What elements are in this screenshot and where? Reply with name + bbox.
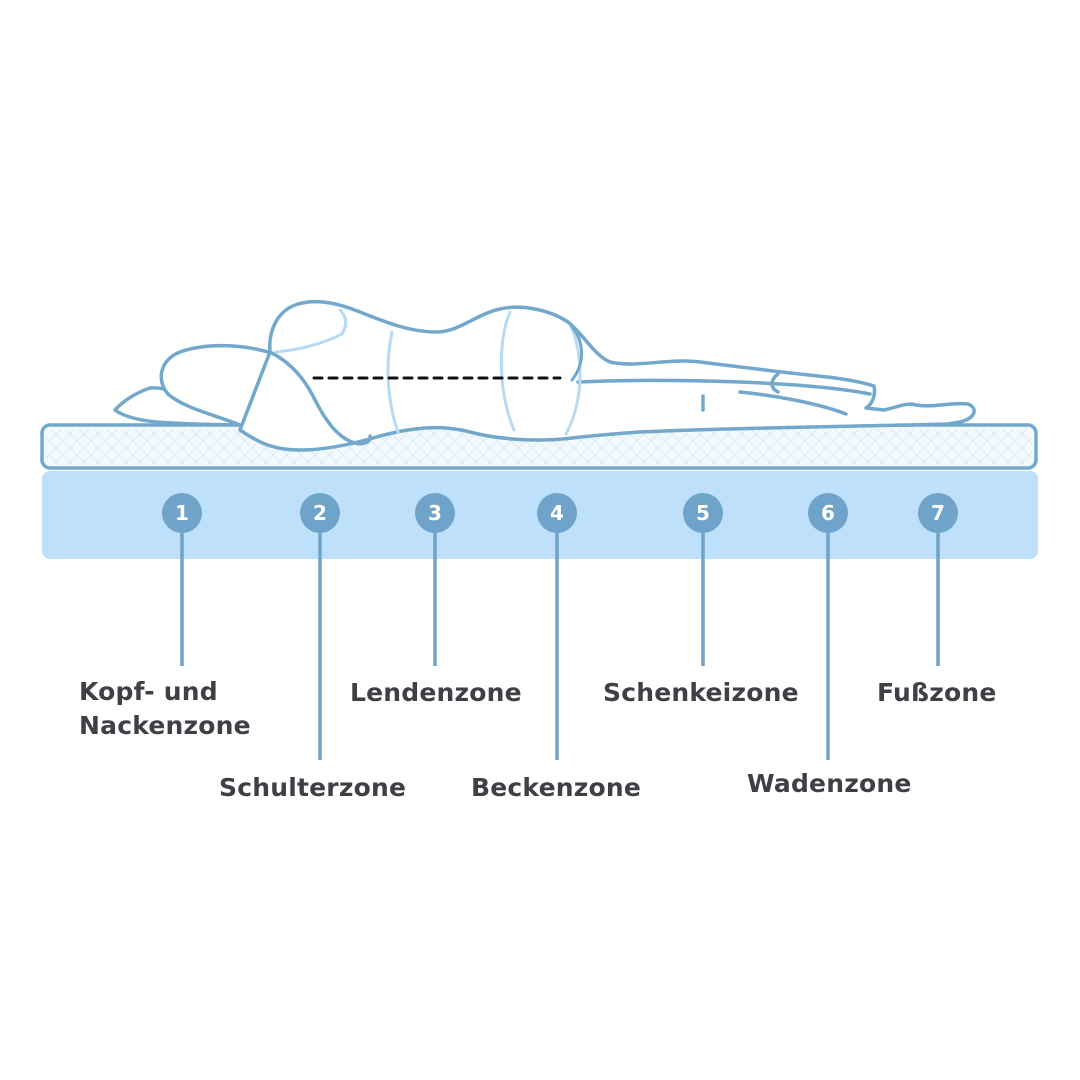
zone-6-badge	[808, 493, 848, 533]
zone-3-badge	[415, 493, 455, 533]
hip-back-contour	[568, 322, 584, 382]
zone-4-badge	[537, 493, 577, 533]
hip-contour-left	[500, 310, 516, 432]
upper-leg-outline	[576, 378, 872, 396]
zone-4-label: Beckenzone	[471, 773, 642, 802]
zone-2-number: 2	[313, 501, 327, 525]
zone-1-label: Kopf- und Nackenzone	[79, 677, 251, 740]
zone-7-label: Fußzone	[877, 678, 997, 707]
knee-line	[738, 390, 848, 416]
knee-mark	[770, 372, 780, 394]
zone-3-number: 3	[428, 501, 442, 525]
zone-1-badge	[162, 493, 202, 533]
hip-contour-right	[564, 322, 582, 436]
sleeper-figure	[113, 299, 976, 452]
zone-7-number: 7	[931, 501, 945, 525]
zone-6-label: Wadenzone	[747, 769, 912, 798]
zone-5-badge	[683, 493, 723, 533]
arm-outline	[268, 350, 372, 446]
waist-contour	[386, 330, 400, 434]
zone-2-label: Schulterzone	[219, 773, 407, 802]
zone-5-number: 5	[696, 501, 710, 525]
chest-contour	[274, 308, 348, 354]
zone-markers: 1 2 3 4 5 6 7	[162, 493, 958, 760]
zone-4-number: 4	[550, 501, 564, 525]
zone-7-badge	[918, 493, 958, 533]
zone-6-number: 6	[821, 501, 835, 525]
zone-5-label: Schenkeizone	[603, 678, 799, 707]
zone-2-badge	[300, 493, 340, 533]
body-outline	[238, 299, 976, 452]
zone-1-number: 1	[175, 501, 189, 525]
zone-3-label: Lendenzone	[350, 678, 522, 707]
